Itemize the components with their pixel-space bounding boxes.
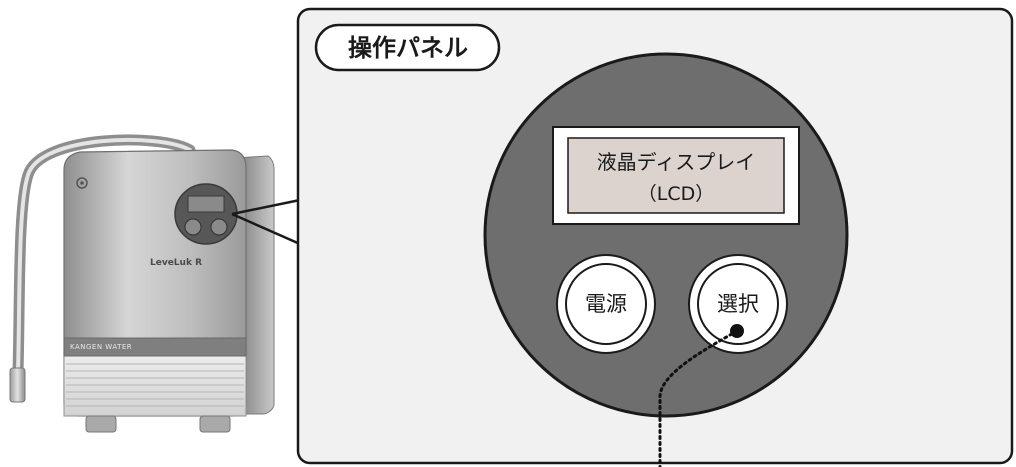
select-pointer-line: [658, 329, 739, 467]
panel-tag-label: 操作パネル: [348, 34, 468, 62]
select-button-core: [697, 263, 779, 345]
callout-leader: [231, 198, 301, 246]
select-button-label: 選択: [717, 292, 759, 316]
device-strip-label: KANGEN WATER: [70, 343, 133, 351]
device-foot-right: [199, 415, 231, 433]
device-lcd: [187, 195, 225, 213]
device-brand-label: LeveLuk R: [150, 258, 203, 268]
spout-nozzle: [9, 367, 26, 403]
device-label-strip: [63, 337, 247, 357]
lcd-label-line1: 液晶ディスプレイ: [596, 150, 756, 174]
device-ribs: [66, 363, 244, 407]
device-power-button: [184, 218, 202, 236]
power-button-core: [565, 263, 647, 345]
power-button-label: 電源: [585, 292, 627, 316]
lcd-display-screen: [567, 137, 785, 214]
lcd-label-line2: （LCD）: [637, 183, 715, 205]
device-logo-icon: [76, 177, 88, 189]
device-select-button: [210, 218, 228, 236]
device-foot-left: [85, 415, 117, 433]
panel-tag: [314, 23, 501, 72]
